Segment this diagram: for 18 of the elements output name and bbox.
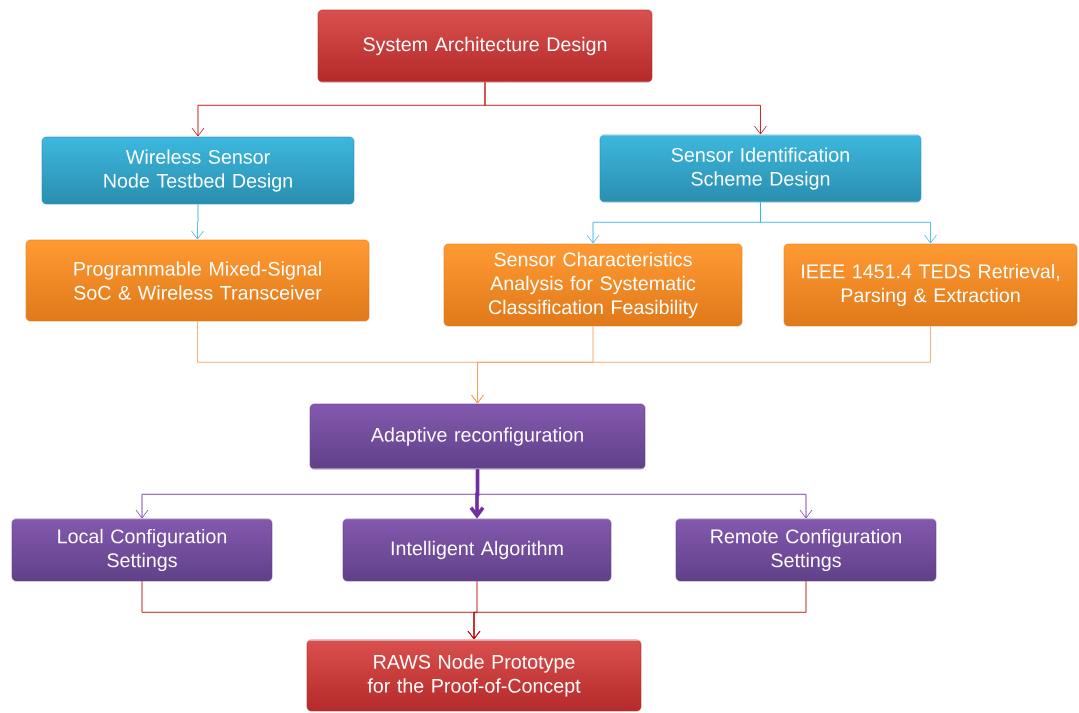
arrow bbox=[191, 203, 204, 240]
process-box: Intelligent Algorithm bbox=[342, 518, 612, 582]
process-box: Local Configuration Settings bbox=[11, 518, 273, 582]
arrow bbox=[467, 580, 807, 640]
process-box: Adaptive reconfiguration bbox=[309, 403, 646, 470]
design-box: Wireless Sensor Node Testbed Design bbox=[41, 136, 355, 205]
task-box: Programmable Mixed-Signal SoC & Wireless Transceiver bbox=[25, 239, 370, 322]
process-box: RAWS Node Prototype for the Proof-of-Concept bbox=[306, 639, 642, 712]
process-box: System Architecture Design bbox=[317, 9, 653, 83]
arrow bbox=[477, 468, 813, 519]
task-box: IEEE 1451.4 TEDS Retrieval, Parsing & Extraction bbox=[783, 243, 1078, 327]
task-box: Sensor Characteristics Analysis for Systematic Classification Feasibility bbox=[443, 243, 743, 327]
arrow bbox=[760, 201, 937, 244]
design-box: Sensor Identification Scheme Design bbox=[599, 134, 922, 203]
arrow bbox=[484, 81, 767, 135]
arrow bbox=[469, 469, 485, 519]
process-box: Remote Configuration Settings bbox=[675, 518, 937, 582]
arrow bbox=[471, 325, 931, 404]
